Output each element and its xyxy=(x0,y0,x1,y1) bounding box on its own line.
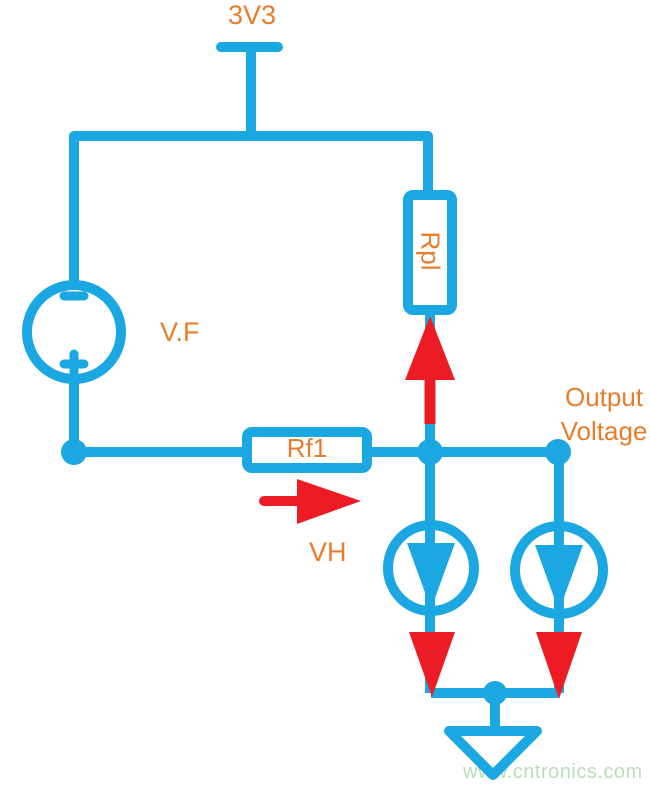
current-arrows xyxy=(259,316,582,699)
arrow-up-icon xyxy=(405,316,455,380)
voltage-source-label: V.F xyxy=(160,317,200,347)
junction-dot-center xyxy=(417,439,443,465)
supply-label: 3V3 xyxy=(227,0,277,30)
junction-dots xyxy=(61,439,571,705)
wire-top-loop xyxy=(69,131,433,288)
resistor-rpl-label: Rpl xyxy=(415,231,446,271)
resistor-rf1-body xyxy=(242,427,372,473)
output-voltage-line2: Voltage xyxy=(560,416,648,446)
resistor-rpl-body xyxy=(403,190,457,315)
current-source-right-triangle-icon xyxy=(535,545,583,611)
wires xyxy=(69,42,558,457)
resistor-rf1-label: Rf1 xyxy=(286,433,328,463)
voltage-source-circle xyxy=(22,280,126,384)
current-source-left-triangle-icon xyxy=(407,543,455,609)
output-voltage-line1: Output xyxy=(564,382,644,412)
arrow-down-left-icon xyxy=(409,632,455,697)
junction-dot-left xyxy=(61,439,87,465)
junction-dot-bottom xyxy=(483,681,507,705)
output-voltage-label: Output Voltage xyxy=(547,380,650,448)
arrow-right-icon xyxy=(297,479,361,524)
plus-symbol xyxy=(59,349,89,379)
current-arrow-label: VH xyxy=(309,537,347,567)
arrow-down-right-icon xyxy=(536,632,582,699)
junction-dot-right xyxy=(545,439,571,465)
voltage-source xyxy=(22,280,126,384)
ground-symbol-icon xyxy=(444,726,542,780)
